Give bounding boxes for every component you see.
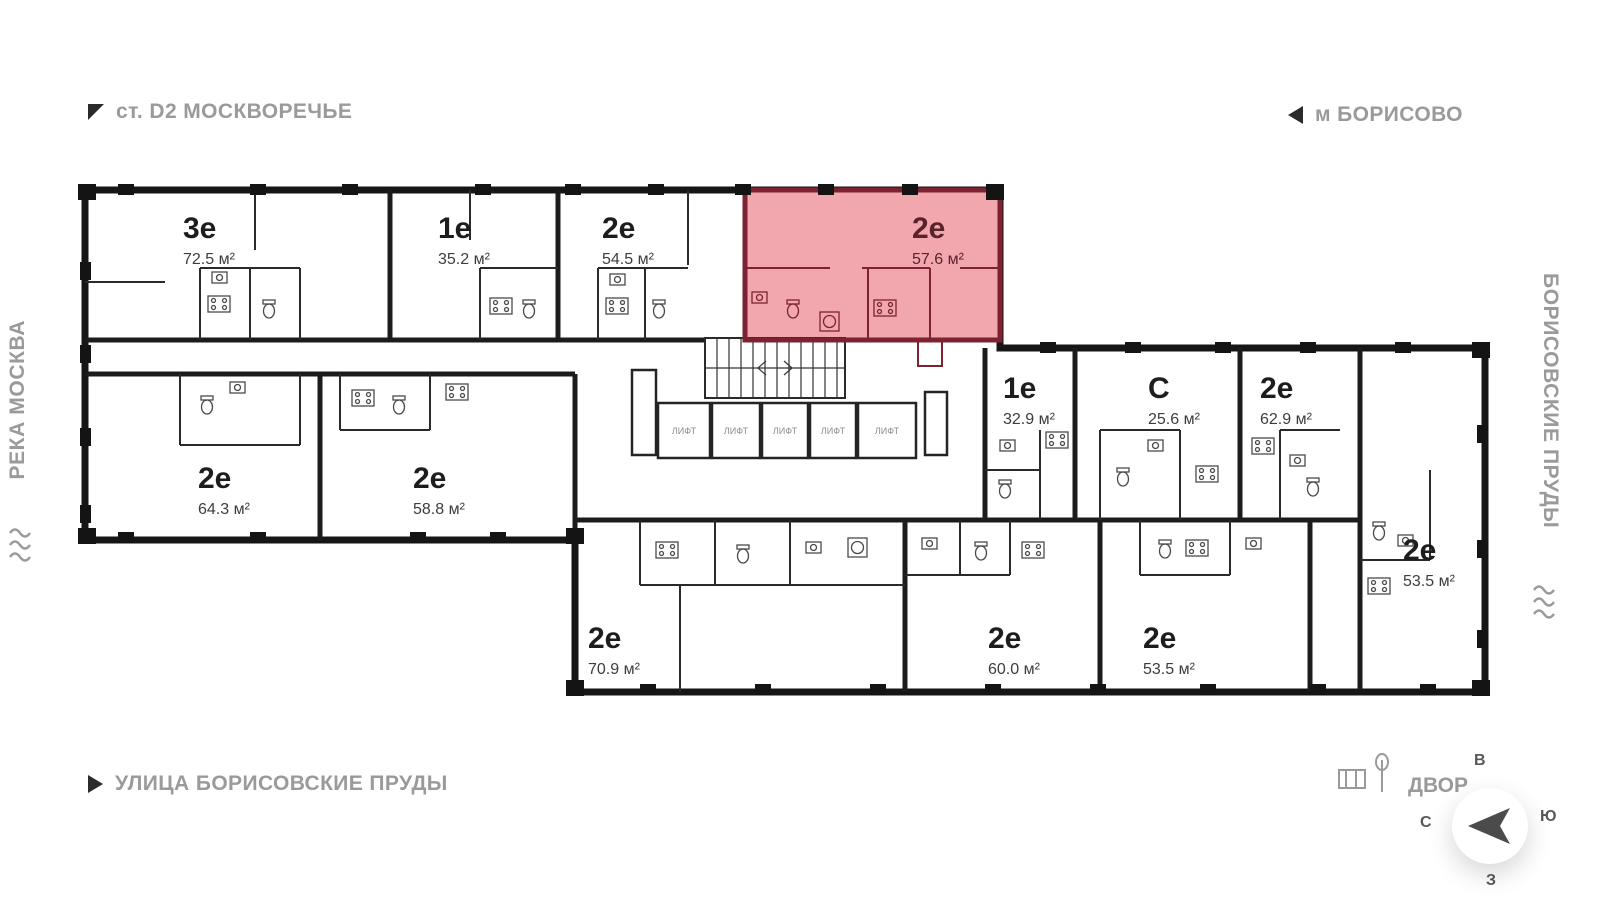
pointer-left-icon <box>1288 106 1303 124</box>
elevator-4-label: ЛИФТ <box>821 426 846 436</box>
apartment-type-label: 2е <box>413 462 446 495</box>
landmark-metro-label: м БОРИСОВО <box>1315 103 1463 126</box>
apartment-type-label: 2е <box>988 622 1021 655</box>
courtyard-icon <box>1338 753 1389 792</box>
apartment-area-label: 53.5 м² <box>1403 573 1456 590</box>
apartment-area-label: 62.9 м² <box>1260 411 1313 428</box>
compass-east: В <box>1474 752 1486 769</box>
apartment-labels: 3е 72.5 м² 1е 35.2 м² 2е 54.5 м² 2е 57.6… <box>183 212 1456 678</box>
elevator-2-label: ЛИФТ <box>724 426 749 436</box>
apartment-2e-53-5-right[interactable] <box>1360 348 1485 690</box>
shaft-right <box>923 390 949 457</box>
water-waves-right-icon <box>1533 585 1555 619</box>
landmark-station-label: ст. D2 МОСКВОРЕЧЬЕ <box>116 100 353 123</box>
compass-north: С <box>1420 814 1432 831</box>
apartment-area-label: 32.9 м² <box>1003 411 1056 428</box>
elevator-5 <box>856 401 918 460</box>
apartment-area-label: 35.2 м² <box>438 251 491 268</box>
water-waves-left-icon <box>9 528 31 562</box>
apartment-area-label: 70.9 м² <box>588 661 641 678</box>
interior-walls <box>85 190 1363 692</box>
compass-dial <box>1452 788 1528 864</box>
landmark-courtyard-label: ДВОР <box>1408 774 1468 797</box>
staircase <box>704 337 846 399</box>
apartment-area-label: 58.8 м² <box>413 501 466 518</box>
landmark-street-label: УЛИЦА БОРИСОВСКИЕ ПРУДЫ <box>115 772 448 795</box>
partition-walls <box>85 190 1431 692</box>
pointer-right-icon <box>88 775 103 793</box>
apartment-type-label: 2е <box>1143 622 1176 655</box>
landmark-street: УЛИЦА БОРИСОВСКИЕ ПРУДЫ <box>88 772 448 796</box>
compass-arrow-icon <box>1468 808 1510 844</box>
elevator-5-label: ЛИФТ <box>875 426 900 436</box>
elevator-3 <box>760 401 810 460</box>
landmark-metro: м БОРИСОВО <box>1288 103 1463 127</box>
apartment-area-label: 53.5 м² <box>1143 661 1196 678</box>
apartment-area-label: 72.5 м² <box>183 251 236 268</box>
apartment-2e-53-5-bottom[interactable] <box>1100 520 1310 692</box>
apartment-type-label: С <box>1148 372 1170 405</box>
elevator-3-label: ЛИФТ <box>773 426 798 436</box>
selected-apartment-fill <box>745 190 1000 340</box>
apartment-type-label-selected: 2е <box>912 212 945 245</box>
elevator-bank: ЛИФТ ЛИФТ ЛИФТ ЛИФТ ЛИФТ <box>630 368 949 460</box>
shaft-left <box>630 368 658 457</box>
apartment-3e-72-5[interactable] <box>85 190 390 340</box>
compass-west: З <box>1486 872 1497 889</box>
apartment-area-label: 25.6 м² <box>1148 411 1201 428</box>
apartment-type-label: 1е <box>1003 372 1036 405</box>
elevator-4 <box>808 401 858 460</box>
apartment-type-label: 2е <box>1403 534 1436 567</box>
landmark-station: ст. D2 МОСКВОРЕЧЬЕ <box>88 100 352 124</box>
apartment-area-label: 60.0 м² <box>988 661 1041 678</box>
landmark-ponds: БОРИСОВСКИЕ ПРУДЫ <box>1539 273 1562 529</box>
compass-south: Ю <box>1540 808 1557 825</box>
apartment-area-label-selected: 57.6 м² <box>912 251 965 268</box>
landmark-courtyard: ДВОР <box>1336 752 1468 798</box>
apartment-type-label: 3е <box>183 212 216 245</box>
apartment-type-label: 2е <box>198 462 231 495</box>
pointer-down-left-icon <box>88 104 104 120</box>
elevator-2 <box>710 401 762 460</box>
elevator-1 <box>656 401 712 460</box>
apartment-area-label: 54.5 м² <box>602 251 655 268</box>
apartment-type-label: 2е <box>602 212 635 245</box>
elevator-1-label: ЛИФТ <box>672 426 697 436</box>
columns <box>78 184 1490 696</box>
apartment-2e-62-9[interactable] <box>1240 348 1360 520</box>
apartment-type-label: 2е <box>1260 372 1293 405</box>
apartment-area-label: 64.3 м² <box>198 501 251 518</box>
compass: В С Ю З <box>1416 744 1576 904</box>
apartment-type-label: 1е <box>438 212 471 245</box>
apartment-type-label: 2е <box>588 622 621 655</box>
